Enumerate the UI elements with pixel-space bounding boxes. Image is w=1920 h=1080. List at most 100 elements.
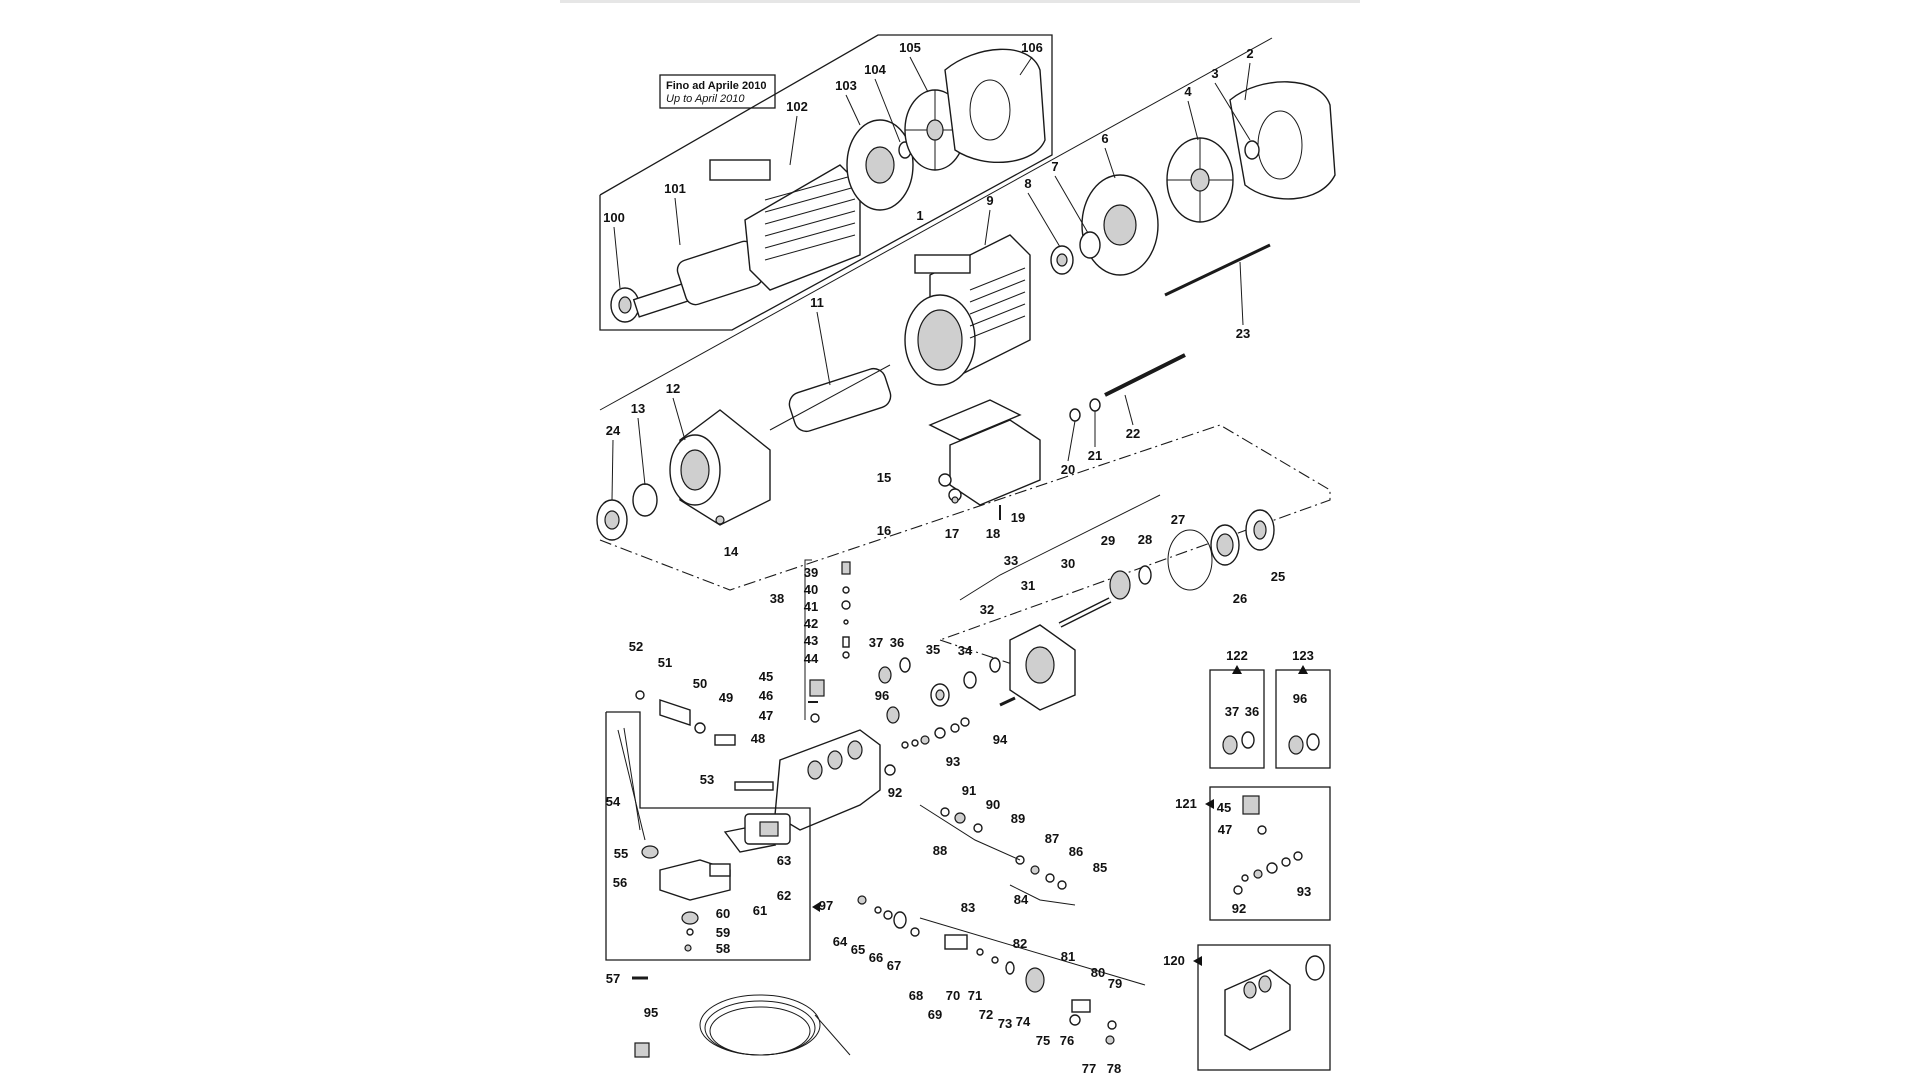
label-63: 63	[777, 853, 791, 868]
label-89: 89	[1011, 811, 1025, 826]
label-25: 25	[1271, 569, 1285, 584]
part-24-bearing	[596, 499, 628, 541]
label-97: 97	[819, 898, 833, 913]
label-80: 80	[1091, 965, 1105, 980]
label-37: 37	[869, 635, 883, 650]
label-51: 51	[658, 655, 672, 670]
label-105: 105	[899, 40, 921, 55]
label-2: 2	[1246, 46, 1253, 61]
part-31-housing	[1009, 624, 1076, 711]
part-3-washer	[1244, 140, 1260, 160]
label-78: 78	[1107, 1061, 1121, 1076]
label-32: 32	[980, 602, 994, 617]
part-14-screw	[715, 515, 725, 525]
label-72: 72	[979, 1007, 993, 1022]
part-58-nut	[684, 944, 692, 952]
label-94: 94	[993, 732, 1008, 747]
label-56: 56	[613, 875, 627, 890]
label-28: 28	[1138, 532, 1152, 547]
label-38: 38	[770, 591, 784, 606]
label-123: 123	[1292, 648, 1314, 663]
label-21: 21	[1088, 448, 1102, 463]
label-55: 55	[614, 846, 628, 861]
label-67: 67	[887, 958, 901, 973]
label-50: 50	[693, 676, 707, 691]
label-73: 73	[998, 1016, 1012, 1031]
part-55-cap	[641, 845, 659, 859]
label-13: 13	[631, 401, 645, 416]
label-26: 26	[1233, 591, 1247, 606]
part-25-seal	[1245, 509, 1275, 551]
label-24: 24	[606, 423, 621, 438]
label-106: 106	[1021, 40, 1043, 55]
label-95: 95	[644, 1005, 658, 1020]
label-86: 86	[1069, 844, 1083, 859]
bracket-33	[959, 494, 1161, 601]
version-note-line1: Fino ad Aprile 2010	[666, 80, 766, 92]
part-28-washer	[1138, 565, 1152, 585]
part-17-nut	[951, 496, 959, 504]
part-59-washer	[686, 928, 694, 936]
bracket-84	[1009, 884, 1076, 906]
label-92: 92	[888, 785, 902, 800]
electrical-kit-box	[605, 711, 811, 980]
part-labels: 1 2 3 4 6 7 8 9 11 12 13 14 15 16 17 18 …	[603, 40, 1314, 1076]
kit-120	[1193, 944, 1331, 1071]
part-48-manifold	[774, 729, 881, 831]
label-52: 52	[629, 639, 643, 654]
label-96: 96	[875, 688, 889, 703]
bracket-88	[919, 804, 1021, 861]
label-69: 69	[928, 1007, 942, 1022]
part-19-terminal-box	[949, 419, 1041, 506]
label-42: 42	[804, 616, 818, 631]
kit-123-label-96: 96	[1293, 691, 1307, 706]
label-39: 39	[804, 565, 818, 580]
part-21-cap	[1089, 398, 1101, 412]
label-8: 8	[1024, 176, 1031, 191]
label-12: 12	[666, 381, 680, 396]
part-27-o-ring	[1167, 529, 1213, 591]
label-4: 4	[1184, 84, 1192, 99]
kit-122-label-36: 36	[1245, 704, 1259, 719]
part-95-cable-coil	[634, 994, 851, 1058]
label-48: 48	[751, 731, 765, 746]
label-40: 40	[804, 582, 818, 597]
label-18: 18	[986, 526, 1000, 541]
label-85: 85	[1093, 860, 1107, 875]
label-36: 36	[890, 635, 904, 650]
label-29: 29	[1101, 533, 1115, 548]
label-15: 15	[877, 470, 891, 485]
part-83-unloader-kit	[857, 895, 1117, 1045]
leader-lines	[611, 56, 1251, 501]
label-41: 41	[804, 599, 818, 614]
part-60-knob	[681, 911, 699, 925]
version-note-line2: Up to April 2010	[666, 93, 745, 105]
kit-122	[1209, 665, 1265, 769]
label-101: 101	[664, 181, 686, 196]
bracket-83	[919, 917, 1146, 986]
part-100-bearing	[610, 287, 640, 323]
label-77: 77	[1082, 1061, 1096, 1076]
label-14: 14	[724, 544, 739, 559]
part-22-rod	[1104, 353, 1186, 397]
part-12-pump-flange	[669, 409, 771, 526]
label-75: 75	[1036, 1033, 1050, 1048]
part-32-seal	[989, 657, 1001, 673]
label-44: 44	[804, 651, 819, 666]
label-30: 30	[1061, 556, 1075, 571]
label-35: 35	[926, 642, 940, 657]
kit-121-label-92: 92	[1232, 901, 1246, 916]
label-62: 62	[777, 888, 791, 903]
label-31: 31	[1021, 578, 1035, 593]
kit-123	[1275, 665, 1331, 769]
part-2-fan-cover	[1229, 81, 1336, 200]
part-26-bearing	[1210, 524, 1240, 566]
label-84: 84	[1014, 892, 1029, 907]
old-motor-inset: Fino ad Aprile 2010 Up to April 2010	[599, 34, 1053, 331]
label-53: 53	[700, 772, 714, 787]
label-58: 58	[716, 941, 730, 956]
part-88-valve-kit	[940, 807, 983, 833]
part-4-fan	[1166, 137, 1234, 223]
label-20: 20	[1061, 462, 1075, 477]
